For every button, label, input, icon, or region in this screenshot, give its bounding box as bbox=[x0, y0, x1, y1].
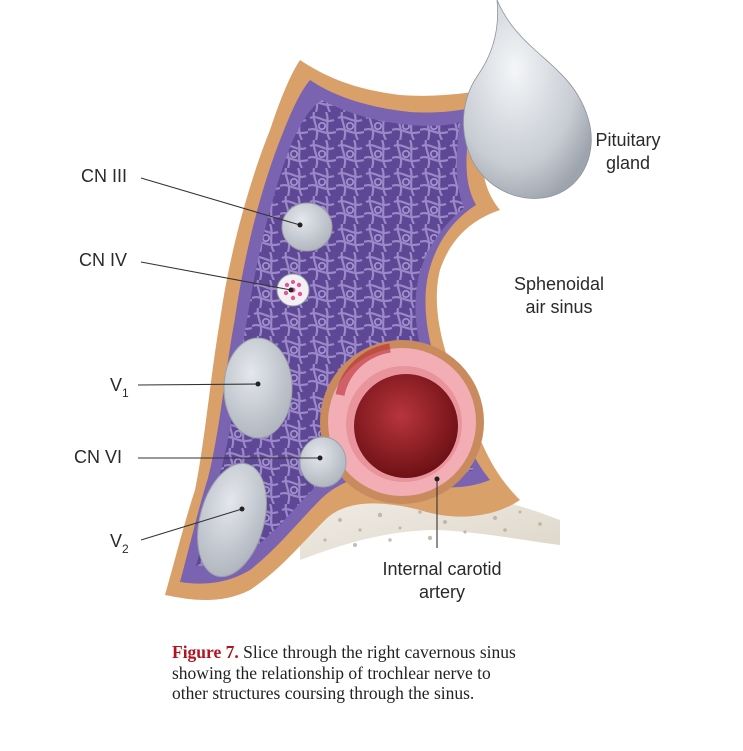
figure-caption: Figure 7. Slice through the right cavern… bbox=[172, 642, 592, 704]
cn-iii-nerve bbox=[281, 202, 333, 252]
label-pituitary-gland-line1: Pituitary bbox=[595, 130, 660, 150]
v2-nerve bbox=[197, 462, 267, 578]
leader-lines bbox=[137, 177, 440, 548]
caption-text-1: Slice through the right cavernous sinus bbox=[238, 642, 516, 662]
label-pituitary-gland-line2: gland bbox=[606, 153, 650, 173]
label-cn-iii: CN III bbox=[81, 166, 127, 186]
caption-line-3: other structures coursing through the si… bbox=[172, 683, 475, 703]
internal-carotid-artery bbox=[320, 340, 484, 504]
label-v2: V2 bbox=[110, 531, 129, 556]
label-cn-vi: CN VI bbox=[74, 447, 122, 467]
label-cn-iv: CN IV bbox=[79, 250, 127, 270]
label-internal-carotid-line1: Internal carotid bbox=[382, 559, 501, 579]
label-internal-carotid-line2: artery bbox=[419, 582, 465, 602]
cn-vi-nerve bbox=[299, 436, 347, 488]
v1-nerve bbox=[223, 337, 293, 439]
label-v1: V1 bbox=[110, 375, 129, 400]
caption-line-2: showing the relationship of trochlear ne… bbox=[172, 662, 491, 683]
caption-line-1: Figure 7. Slice through the right cavern… bbox=[172, 642, 592, 663]
pituitary-gland bbox=[463, 0, 592, 199]
figure-number: Figure 7. bbox=[172, 642, 239, 662]
label-sphenoidal-air-sinus-line1: Sphenoidal bbox=[514, 274, 604, 294]
label-sphenoidal-air-sinus-line2: air sinus bbox=[525, 297, 592, 317]
